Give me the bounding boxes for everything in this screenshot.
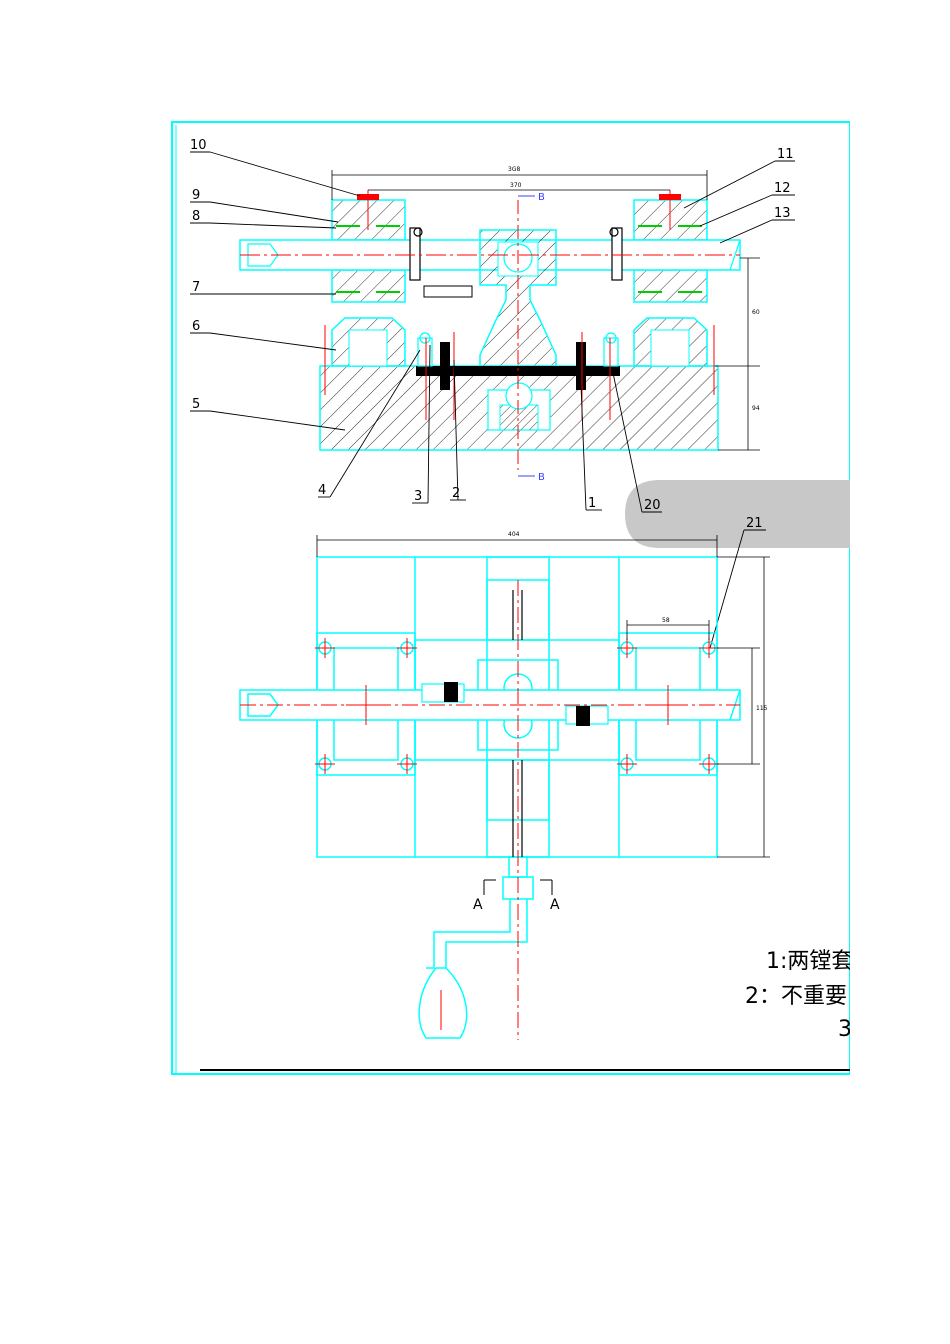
dim-inner-top: 370 bbox=[510, 182, 522, 189]
callout-13: 13 bbox=[774, 206, 791, 221]
section-mark-b-bottom: B bbox=[538, 472, 545, 483]
callout-1: 1 bbox=[588, 496, 596, 511]
dim-pad-width: 58 bbox=[662, 617, 670, 624]
section-mark-a-right: A bbox=[550, 897, 560, 913]
plan-view: 404 58 115 A A bbox=[239, 531, 770, 1040]
callout-21: 21 bbox=[746, 516, 763, 531]
note-3: 3 bbox=[838, 1017, 852, 1042]
callout-6: 6 bbox=[192, 319, 200, 334]
scroll-tab-shape bbox=[625, 480, 850, 548]
callout-8: 8 bbox=[192, 209, 200, 224]
callout-12: 12 bbox=[774, 181, 791, 196]
section-view: 3G8 370 60 94 B B 10 9 8 7 bbox=[190, 138, 795, 649]
callout-3: 3 bbox=[414, 489, 422, 504]
callout-9: 9 bbox=[192, 188, 200, 203]
dim-overall-top: 3G8 bbox=[508, 166, 520, 173]
dim-plan-height: 115 bbox=[756, 705, 768, 712]
callout-10: 10 bbox=[190, 138, 207, 153]
section-mark-a-left: A bbox=[473, 897, 483, 913]
callout-4: 4 bbox=[318, 483, 326, 498]
note-2: 2：不重要 bbox=[745, 984, 847, 1009]
dim-plan-width: 404 bbox=[508, 531, 520, 538]
note-1: 1:两镗套 bbox=[766, 949, 853, 974]
callout-20: 20 bbox=[644, 498, 661, 513]
dim-height-upper: 60 bbox=[752, 309, 760, 316]
callout-2: 2 bbox=[452, 486, 460, 501]
callout-7: 7 bbox=[192, 280, 200, 295]
callout-5: 5 bbox=[192, 397, 200, 412]
notes: 1:两镗套 2：不重要 3 bbox=[745, 949, 853, 1042]
callout-11: 11 bbox=[777, 147, 794, 162]
section-mark-b-top: B bbox=[538, 192, 545, 203]
dim-height-lower: 94 bbox=[752, 405, 760, 412]
